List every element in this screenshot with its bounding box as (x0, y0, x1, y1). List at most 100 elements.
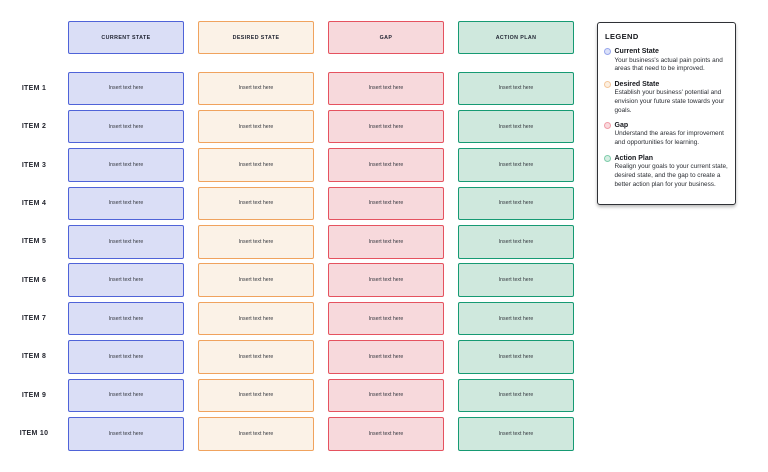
column-header-current-state[interactable]: CURRENT STATE (68, 21, 184, 54)
insert-text-cell[interactable]: Insert text here (68, 417, 184, 451)
column-header-action-plan[interactable]: ACTION PLAN (458, 21, 574, 54)
cell-text: Insert text here (108, 200, 144, 207)
column-header-label: GAP (379, 34, 393, 41)
insert-text-cell[interactable]: Insert text here (68, 225, 184, 259)
cell-text: Insert text here (238, 162, 274, 169)
cell-text: Insert text here (498, 353, 534, 360)
insert-text-cell[interactable]: Insert text here (68, 186, 184, 221)
header-row-spacer (0, 21, 68, 54)
legend-entry-head: Action Plan (604, 154, 729, 162)
insert-text-cell[interactable]: Insert text here (68, 109, 184, 144)
insert-text-cell[interactable]: Insert text here (68, 148, 184, 182)
cell-text: Insert text here (498, 430, 534, 437)
cell-text: Insert text here (368, 430, 404, 437)
item-row: ITEM 7 Insert text here Insert text here… (0, 301, 588, 336)
insert-text-cell[interactable]: Insert text here (328, 340, 444, 374)
insert-text-cell[interactable]: Insert text here (328, 378, 444, 413)
insert-text-cell[interactable]: Insert text here (198, 301, 314, 336)
insert-text-cell[interactable]: Insert text here (198, 225, 314, 259)
cell-text: Insert text here (368, 277, 404, 284)
cell-text: Insert text here (238, 85, 274, 92)
column-header-gap[interactable]: GAP (328, 21, 444, 54)
insert-text-cell[interactable]: Insert text here (458, 109, 574, 144)
legend-entry-title: Action Plan (614, 154, 654, 162)
grid: CURRENT STATE DESIRED STATE GAP ACTION P… (0, 21, 588, 455)
item-row: ITEM 2 Insert text here Insert text here… (0, 109, 588, 144)
cell-text: Insert text here (108, 392, 144, 399)
item-row: ITEM 4 Insert text here Insert text here… (0, 186, 588, 221)
legend-entry-title: Desired State (614, 80, 660, 88)
cell-text: Insert text here (368, 85, 404, 92)
item-row: ITEM 1 Insert text here Insert text here… (0, 71, 588, 105)
insert-text-cell[interactable]: Insert text here (458, 225, 574, 259)
cell-text: Insert text here (238, 123, 274, 130)
item-row: ITEM 5 Insert text here Insert text here… (0, 225, 588, 259)
cell-text: Insert text here (498, 392, 534, 399)
insert-text-cell[interactable]: Insert text here (458, 378, 574, 413)
insert-text-cell[interactable]: Insert text here (328, 263, 444, 297)
insert-text-cell[interactable]: Insert text here (328, 186, 444, 221)
insert-text-cell[interactable]: Insert text here (68, 340, 184, 374)
cell-text: Insert text here (498, 315, 534, 322)
legend-entry-head: Desired State (604, 80, 729, 88)
cell-text: Insert text here (108, 85, 144, 92)
column-header-label: ACTION PLAN (495, 34, 537, 41)
legend-color-circle-icon (604, 80, 611, 88)
row-label: ITEM 6 (21, 276, 47, 284)
insert-text-cell[interactable]: Insert text here (328, 417, 444, 451)
insert-text-cell[interactable]: Insert text here (458, 148, 574, 182)
cell-text: Insert text here (368, 238, 404, 245)
legend-entry-head: Gap (604, 121, 729, 129)
cell-text: Insert text here (238, 315, 274, 322)
item-row: ITEM 8 Insert text here Insert text here… (0, 340, 588, 374)
insert-text-cell[interactable]: Insert text here (328, 148, 444, 182)
cell-text: Insert text here (498, 123, 534, 130)
legend-entry: Current State Your business's actual pai… (604, 48, 729, 74)
insert-text-cell[interactable]: Insert text here (458, 263, 574, 297)
cell-text: Insert text here (108, 277, 144, 284)
column-header-desired-state[interactable]: DESIRED STATE (198, 21, 314, 54)
column-header-label: DESIRED STATE (232, 34, 280, 41)
row-label: ITEM 4 (21, 199, 47, 207)
legend-entry-head: Current State (604, 48, 729, 55)
cell-text: Insert text here (498, 162, 534, 169)
insert-text-cell[interactable]: Insert text here (458, 340, 574, 374)
row-label: ITEM 10 (19, 430, 49, 438)
row-label: ITEM 8 (21, 353, 47, 361)
insert-text-cell[interactable]: Insert text here (198, 109, 314, 144)
insert-text-cell[interactable]: Insert text here (198, 417, 314, 451)
insert-text-cell[interactable]: Insert text here (198, 71, 314, 105)
cell-text: Insert text here (238, 277, 274, 284)
header-row: CURRENT STATE DESIRED STATE GAP ACTION P… (0, 21, 588, 54)
cell-text: Insert text here (108, 123, 144, 130)
insert-text-cell[interactable]: Insert text here (198, 186, 314, 221)
insert-text-cell[interactable]: Insert text here (458, 71, 574, 105)
insert-text-cell[interactable]: Insert text here (68, 71, 184, 105)
insert-text-cell[interactable]: Insert text here (328, 301, 444, 336)
insert-text-cell[interactable]: Insert text here (198, 340, 314, 374)
insert-text-cell[interactable]: Insert text here (458, 301, 574, 336)
insert-text-cell[interactable]: Insert text here (198, 148, 314, 182)
legend-entry: Action Plan Realign your goals to your c… (604, 154, 729, 190)
row-label: ITEM 1 (21, 84, 47, 92)
insert-text-cell[interactable]: Insert text here (458, 186, 574, 221)
row-label: ITEM 7 (21, 315, 47, 323)
insert-text-cell[interactable]: Insert text here (68, 263, 184, 297)
insert-text-cell[interactable]: Insert text here (198, 263, 314, 297)
cell-text: Insert text here (238, 392, 274, 399)
insert-text-cell[interactable]: Insert text here (328, 109, 444, 144)
legend-title: LEGEND (605, 32, 639, 41)
insert-text-cell[interactable]: Insert text here (458, 417, 574, 451)
insert-text-cell[interactable]: Insert text here (328, 225, 444, 259)
cell-text: Insert text here (498, 200, 534, 207)
insert-text-cell[interactable]: Insert text here (68, 378, 184, 413)
legend-entry-title: Gap (614, 121, 629, 129)
column-header-label: CURRENT STATE (101, 34, 151, 41)
insert-text-cell[interactable]: Insert text here (328, 71, 444, 105)
insert-text-cell[interactable]: Insert text here (198, 378, 314, 413)
cell-text: Insert text here (238, 200, 274, 207)
cell-text: Insert text here (108, 353, 144, 360)
legend-entry-description: Establish your business' potential and e… (614, 89, 725, 114)
insert-text-cell[interactable]: Insert text here (68, 301, 184, 336)
cell-text: Insert text here (108, 238, 144, 245)
